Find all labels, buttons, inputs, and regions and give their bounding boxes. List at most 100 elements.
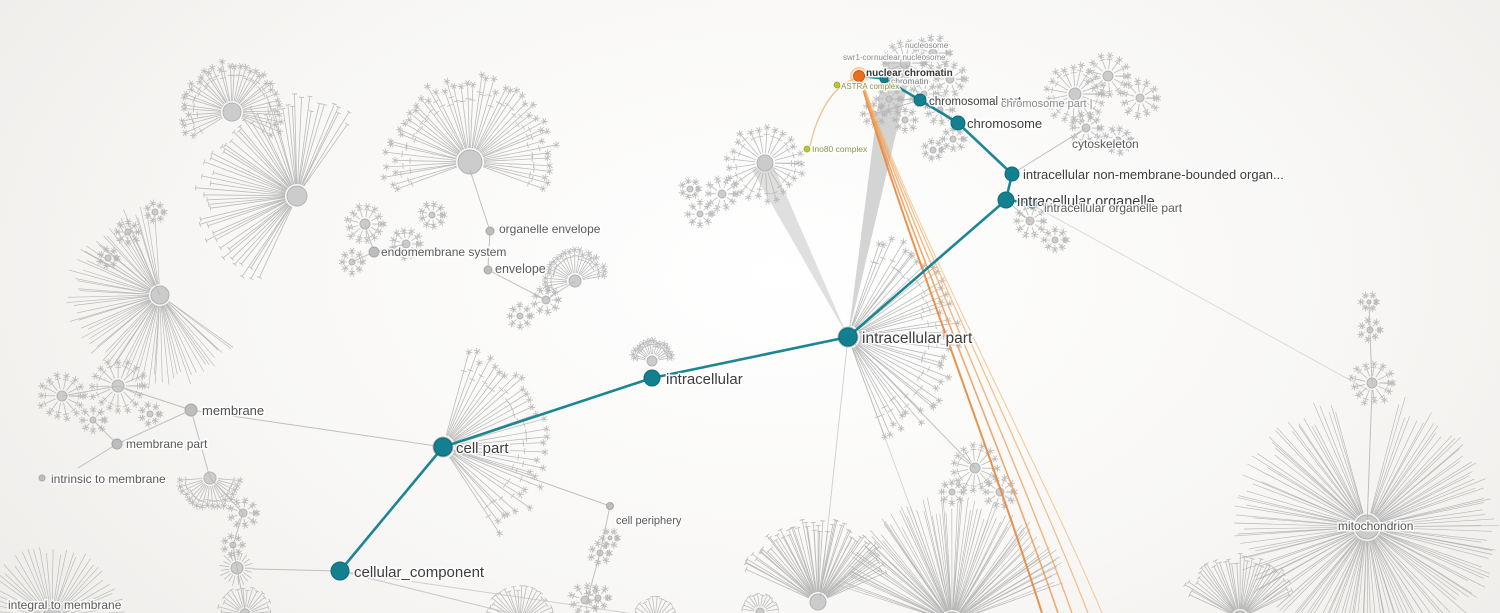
fan-core[interactable]	[516, 312, 524, 320]
fan	[88, 358, 149, 415]
fan-core[interactable]	[1366, 299, 1372, 305]
fan-core[interactable]	[457, 149, 483, 175]
edge	[847, 336, 976, 469]
fan-core[interactable]	[359, 218, 371, 230]
fan	[1040, 226, 1070, 254]
fan	[343, 202, 387, 245]
fan-core[interactable]	[594, 594, 602, 602]
fan-core[interactable]	[607, 535, 613, 541]
fan-core[interactable]	[717, 189, 727, 199]
fan	[920, 137, 946, 162]
edge	[1366, 389, 1373, 528]
fan	[1234, 396, 1499, 613]
node-intracellular[interactable]	[643, 369, 661, 387]
node-chromosomal_part[interactable]	[913, 93, 927, 107]
highlight-dot[interactable]	[803, 145, 811, 153]
gray-node[interactable]	[184, 403, 198, 417]
edge	[469, 169, 491, 232]
fan-core[interactable]	[1051, 236, 1059, 244]
edge	[442, 446, 611, 507]
label-membrane: membrane	[202, 403, 264, 418]
fan	[1356, 316, 1384, 344]
node-intracellular_part[interactable]	[838, 327, 858, 347]
edge	[92, 419, 118, 445]
fan	[1101, 125, 1135, 157]
node-intracellular_organelle[interactable]	[997, 191, 1015, 209]
gray-node[interactable]	[606, 502, 614, 510]
label-envelope: envelope	[495, 262, 546, 276]
fan	[137, 401, 164, 428]
fan	[1183, 553, 1294, 613]
gray-node[interactable]	[368, 246, 380, 258]
fan-core[interactable]	[901, 116, 909, 124]
fan-core[interactable]	[686, 185, 694, 193]
label-intracellular_part: intracellular part	[862, 330, 973, 347]
gray-node[interactable]	[111, 438, 123, 450]
fan-core[interactable]	[151, 208, 159, 216]
node-organelle_part_node[interactable]	[1026, 197, 1038, 209]
fan-core[interactable]	[1068, 87, 1082, 101]
edge	[339, 570, 631, 613]
fan	[37, 371, 89, 423]
fan-core[interactable]	[222, 102, 242, 122]
fan-core[interactable]	[146, 410, 154, 418]
orange-edge-arc	[809, 78, 855, 147]
edge	[209, 477, 244, 514]
node-cell_part[interactable]	[433, 437, 453, 457]
fan	[634, 595, 677, 613]
label-ino80-complex: Ino80 complex	[812, 144, 868, 154]
edge	[487, 230, 491, 269]
node-chromosome[interactable]	[950, 115, 966, 131]
label-organelle-envelope: organelle envelope	[499, 222, 601, 236]
fan	[506, 301, 535, 331]
label-intracellular_organelle: intracellular organelle	[1017, 194, 1155, 210]
node-non_membrane_bounded[interactable]	[1004, 166, 1020, 182]
edge	[819, 336, 849, 601]
fan-core[interactable]	[646, 355, 658, 367]
fan	[219, 549, 254, 586]
fan-core[interactable]	[928, 48, 938, 58]
label-nuclear-nucleosome: nuclear nucleosome	[874, 53, 946, 62]
fan-core[interactable]	[696, 210, 704, 218]
label-mitochondrion: mitochondrion	[1338, 519, 1413, 533]
edge	[491, 271, 545, 300]
gray-node[interactable]	[38, 474, 46, 482]
edge	[847, 336, 950, 613]
fan-core[interactable]	[809, 593, 827, 611]
edge	[1368, 303, 1371, 331]
fan-core[interactable]	[949, 135, 957, 143]
fan-core[interactable]	[945, 74, 955, 84]
fan-core[interactable]	[286, 185, 308, 207]
orange-edge	[859, 77, 1059, 613]
orange-edge	[860, 78, 1073, 613]
edge	[116, 409, 192, 445]
fan-core[interactable]	[756, 154, 774, 172]
node-chromatin_node[interactable]	[879, 74, 889, 84]
highlight-dot[interactable]	[833, 81, 841, 89]
fan-core[interactable]	[1114, 136, 1122, 144]
teal-edge	[847, 199, 1007, 338]
fan-core[interactable]	[42, 607, 62, 613]
fan-core[interactable]	[929, 146, 937, 154]
fan-core[interactable]	[755, 607, 765, 613]
gray-node[interactable]	[485, 226, 495, 236]
node-cellular_component[interactable]	[330, 561, 350, 581]
orange-node[interactable]	[853, 70, 865, 82]
fan-core[interactable]	[428, 211, 436, 219]
fan-core[interactable]	[948, 488, 956, 496]
orange-node-glow	[850, 67, 868, 85]
fan-core[interactable]	[104, 254, 112, 262]
edge	[339, 570, 506, 613]
label-chromosomal_part: chromosomal part	[929, 96, 1022, 108]
fan-core[interactable]	[1102, 70, 1114, 82]
fan	[835, 495, 1063, 613]
fan	[417, 200, 448, 231]
fan	[678, 177, 703, 201]
fan-core[interactable]	[1135, 93, 1145, 103]
gray-node[interactable]	[483, 265, 493, 275]
edge	[232, 544, 238, 569]
fan	[195, 93, 352, 281]
fan	[541, 246, 609, 295]
label-cellular_component: cellular_component	[354, 564, 485, 581]
